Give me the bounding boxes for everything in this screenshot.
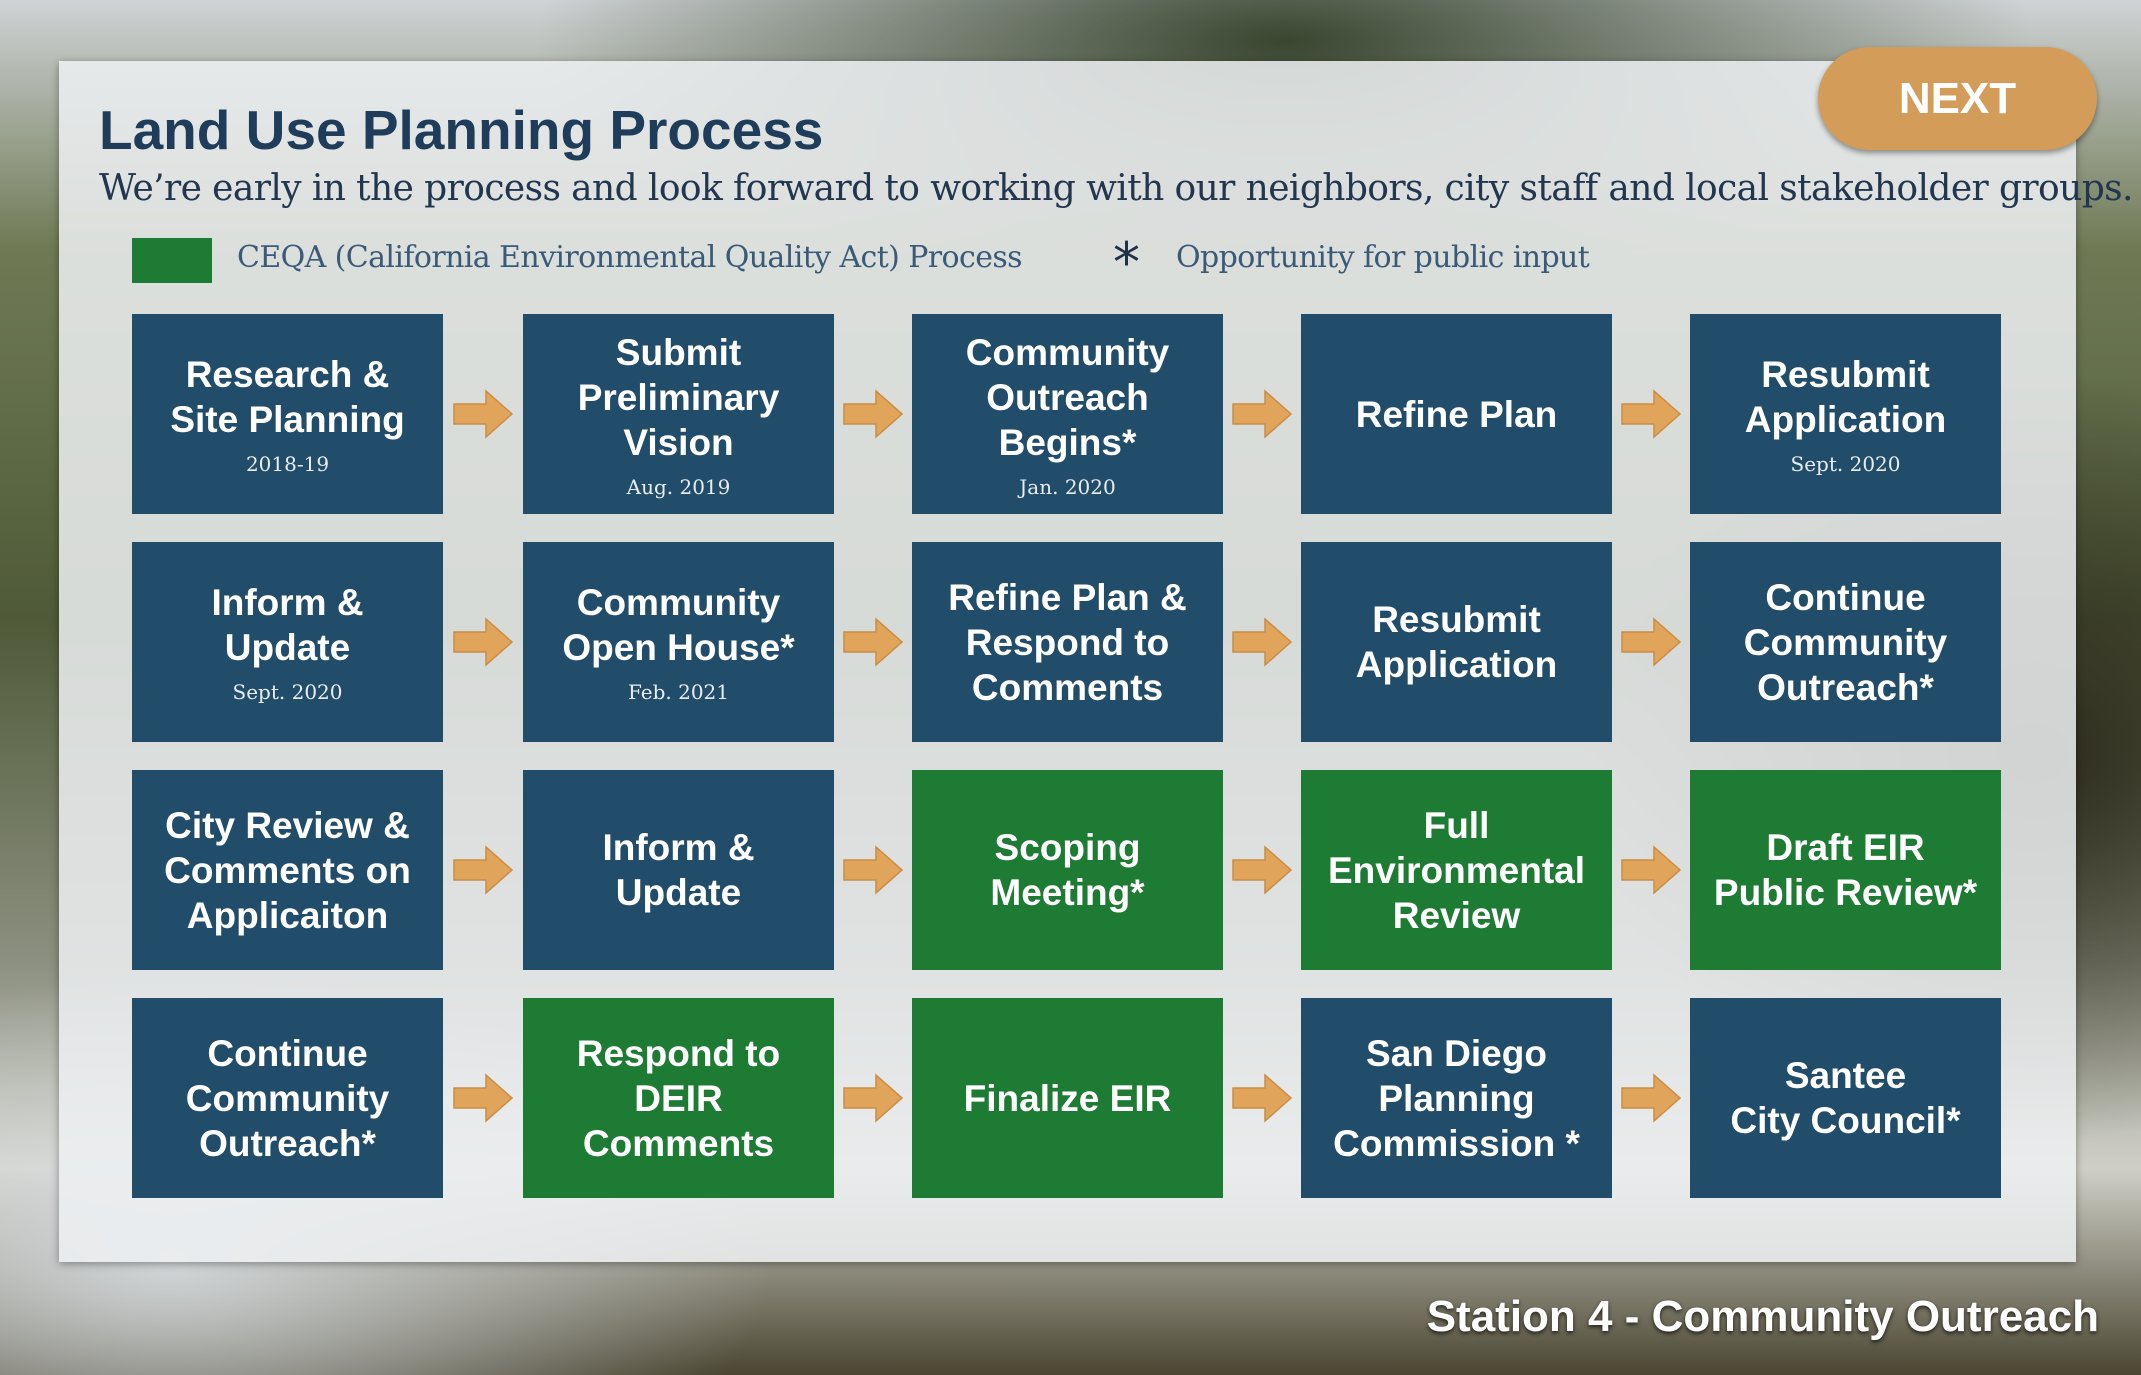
legend-ceqa-label: CEQA (California Environmental Quality A… [237, 240, 1023, 275]
step-title: Community Open House* [562, 582, 795, 668]
legend-ceqa-swatch [132, 238, 212, 283]
step-title: San Diego Planning Commission * [1333, 1032, 1580, 1164]
step-title: City Review & Comments on Applicaiton [164, 804, 411, 936]
step-date: Aug. 2019 [626, 474, 731, 499]
right-arrow-icon [453, 1073, 514, 1123]
step-date: 2018-19 [245, 452, 330, 476]
right-arrow-icon [1621, 1073, 1682, 1123]
step-title: Respond to DEIR Comments [576, 1032, 781, 1164]
step-date: Jan. 2020 [1019, 474, 1116, 499]
right-arrow-icon [1621, 617, 1682, 667]
process-step: Refine Plan [1301, 314, 1612, 514]
process-step: Continue Community Outreach* [132, 998, 443, 1198]
right-arrow-icon [843, 389, 904, 439]
right-arrow-icon [1232, 389, 1293, 439]
process-step: Respond to DEIR Comments [523, 998, 834, 1198]
process-step: Draft EIR Public Review* [1690, 770, 2001, 970]
step-title: Refine Plan [1355, 393, 1558, 435]
step-title: Refine Plan & Respond to Comments [948, 576, 1187, 708]
step-title: Submit Preliminary Vision [577, 331, 780, 463]
step-title: Continue Community Outreach* [185, 1032, 390, 1164]
page-title: Land Use Planning Process [99, 99, 824, 161]
step-title: Continue Community Outreach* [1743, 576, 1948, 708]
step-title: Santee City Council* [1730, 1055, 1961, 1141]
step-title: Inform & Update [211, 582, 364, 668]
process-step: Inform & Update [523, 770, 834, 970]
process-step: San Diego Planning Commission * [1301, 998, 1612, 1198]
step-title: Resubmit Application [1355, 599, 1558, 685]
legend-public-input-label: Opportunity for public input [1176, 240, 1590, 275]
next-button[interactable]: NEXT [1818, 47, 2097, 150]
process-step: Resubmit Application [1301, 542, 1612, 742]
process-step: Refine Plan & Respond to Comments [912, 542, 1223, 742]
step-title: Inform & Update [602, 827, 755, 913]
step-title: Resubmit Application [1744, 354, 1947, 440]
process-step: Santee City Council* [1690, 998, 2001, 1198]
step-title: Scoping Meeting* [990, 827, 1145, 913]
right-arrow-icon [843, 617, 904, 667]
right-arrow-icon [453, 845, 514, 895]
step-date: Sept. 2020 [1790, 452, 1901, 476]
step-date: Feb. 2021 [627, 680, 730, 704]
process-step: Full Environmental Review [1301, 770, 1612, 970]
right-arrow-icon [453, 389, 514, 439]
process-step: Research & Site Planning 2018-19 [132, 314, 443, 514]
process-step: Finalize EIR [912, 998, 1223, 1198]
step-title: Research & Site Planning [170, 354, 405, 440]
process-step: Scoping Meeting* [912, 770, 1223, 970]
process-step: City Review & Comments on Applicaiton [132, 770, 443, 970]
right-arrow-icon [843, 845, 904, 895]
step-title: Finalize EIR [963, 1077, 1172, 1119]
asterisk-icon: * [1113, 231, 1140, 294]
right-arrow-icon [1232, 1073, 1293, 1123]
right-arrow-icon [453, 617, 514, 667]
process-step: Community Open House* Feb. 2021 [523, 542, 834, 742]
process-step: Continue Community Outreach* [1690, 542, 2001, 742]
right-arrow-icon [843, 1073, 904, 1123]
right-arrow-icon [1232, 845, 1293, 895]
page-subtitle: We’re early in the process and look forw… [99, 168, 2133, 209]
right-arrow-icon [1621, 389, 1682, 439]
right-arrow-icon [1621, 845, 1682, 895]
right-arrow-icon [1232, 617, 1293, 667]
step-title: Draft EIR Public Review* [1713, 827, 1978, 913]
step-title: Full Environmental Review [1328, 804, 1585, 936]
station-label: Station 4 - Community Outreach [1426, 1292, 2099, 1341]
process-step: Community Outreach Begins* Jan. 2020 [912, 314, 1223, 514]
step-title: Community Outreach Begins* [965, 331, 1170, 463]
step-date: Sept. 2020 [232, 680, 343, 704]
